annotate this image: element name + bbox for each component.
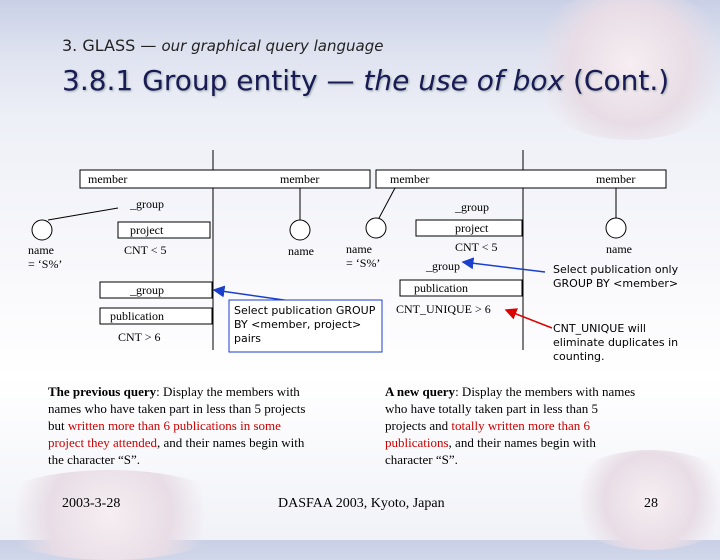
query-highlight: totally written more than 6 — [451, 418, 590, 433]
member-box-label-2: member — [596, 172, 635, 186]
blue-arrow — [463, 262, 545, 272]
connector-line — [378, 188, 395, 220]
cnt-unique-label: CNT_UNIQUE > 6 — [396, 302, 491, 316]
query-highlight: written more than 6 publications in some — [68, 418, 281, 433]
project-label: project — [130, 223, 164, 237]
query-text: but — [48, 418, 68, 433]
group-top-label: _group — [129, 197, 164, 211]
query-text: names who have taken part in less than 5… — [48, 401, 305, 416]
section-dash: — — [140, 36, 156, 55]
query-text: , and their names begin with — [449, 435, 596, 450]
name-attr-circle — [366, 218, 386, 238]
name-label: name — [28, 243, 54, 257]
query-text: character “S”. — [385, 452, 458, 467]
page-number: 28 — [644, 496, 658, 512]
publication-label: publication — [414, 281, 468, 295]
query-text: , and their names begin with — [157, 435, 304, 450]
query-highlight: publications — [385, 435, 449, 450]
name-value: = ‘S%’ — [28, 257, 62, 271]
name-mid-label: name — [288, 244, 314, 258]
title-end: (Cont.) — [573, 64, 669, 97]
note-line: pairs — [234, 332, 375, 346]
red-note: CNT_UNIQUE will eliminate duplicates in … — [553, 322, 678, 364]
project-label: project — [455, 221, 489, 235]
title-italic: the use of box — [363, 64, 564, 97]
section-label: 3. GLASS — [62, 36, 135, 55]
new-query: A new query: Display the members with na… — [385, 383, 685, 468]
query-text: the character “S”. — [48, 452, 140, 467]
connector-line — [48, 208, 118, 220]
query-text: projects and — [385, 418, 451, 433]
red-arrow — [506, 310, 552, 328]
note-line: counting. — [553, 350, 678, 364]
note-line: GROUP BY <member> — [553, 277, 678, 291]
left-note: Select publication GROUP BY <member, pro… — [234, 304, 375, 346]
note-line: Select publication GROUP — [234, 304, 375, 318]
note-line: CNT_UNIQUE will — [553, 322, 678, 336]
name-label: name — [346, 242, 372, 256]
publication-label: publication — [110, 309, 164, 323]
blossom-decoration — [0, 470, 240, 560]
footer-date: 2003-3-28 — [62, 496, 120, 512]
query-text: : Display the members with names — [455, 384, 635, 399]
query-heading: The previous query — [48, 384, 156, 399]
group-top-label: _group — [454, 200, 489, 214]
query-text: : Display the members with — [156, 384, 300, 399]
note-line: Select publication only — [553, 263, 678, 277]
previous-query: The previous query: Display the members … — [48, 383, 348, 468]
name-attr-circle — [290, 220, 310, 240]
blue-note: Select publication only GROUP BY <member… — [553, 263, 678, 291]
section-subtitle: our graphical query language — [161, 37, 383, 55]
query-text: who have totally taken part in less than… — [385, 401, 598, 416]
cnt-gt-label: CNT > 6 — [118, 330, 161, 344]
group-bottom-label: _group — [129, 283, 164, 297]
name-attr-circle — [32, 220, 52, 240]
member-box-label: member — [88, 172, 127, 186]
title-main: 3.8.1 Group entity — [62, 64, 318, 97]
note-line: BY <member, project> — [234, 318, 375, 332]
section-heading: 3. GLASS — our graphical query language — [62, 36, 383, 55]
page-title: 3.8.1 Group entity — the use of box (Con… — [62, 64, 669, 97]
member-box-label-2: member — [280, 172, 319, 186]
cnt-lt-label: CNT < 5 — [455, 240, 498, 254]
query-highlight: project they attended — [48, 435, 157, 450]
member-box-label: member — [390, 172, 429, 186]
name-value: = ‘S%’ — [346, 256, 380, 270]
name-right-label: name — [606, 242, 632, 256]
name-attr-circle — [606, 218, 626, 238]
note-line: eliminate duplicates in — [553, 336, 678, 350]
title-dash: — — [326, 64, 354, 97]
footer-conference: DASFAA 2003, Kyoto, Japan — [278, 496, 445, 512]
cnt-lt-label: CNT < 5 — [124, 243, 167, 257]
query-heading: A new query — [385, 384, 455, 399]
right-diagram: member member name = ‘S%’ _group project… — [346, 150, 666, 350]
group-mid-label: _group — [425, 259, 460, 273]
